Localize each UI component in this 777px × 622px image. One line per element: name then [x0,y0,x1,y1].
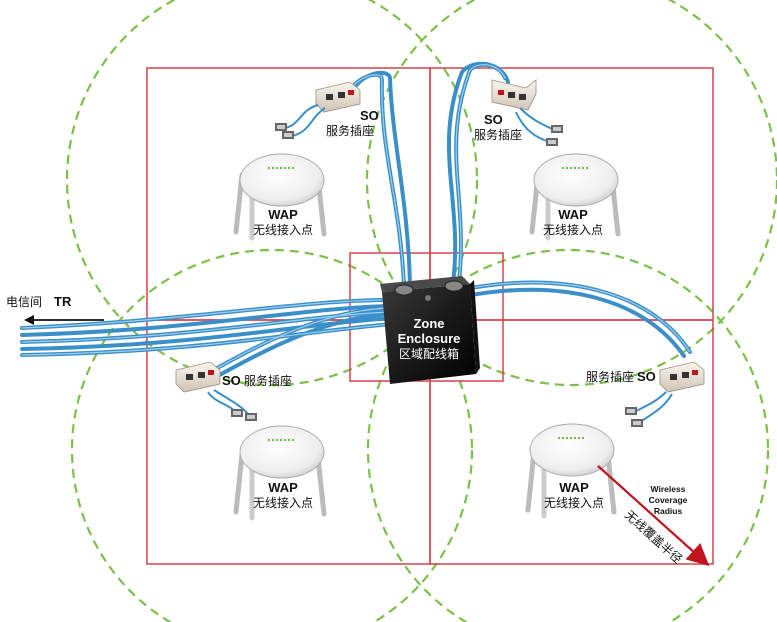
wireless-access-point-icon [233,153,327,241]
wireless-access-point-icon [529,153,621,241]
so-label-en: SO [484,112,503,127]
zone-enclosure-icon [380,276,480,384]
coverage-circle-bottom-right [366,248,770,622]
service-outlet-icon [315,81,361,113]
so-label-en: SO [637,369,656,384]
wap-label-en: WAP [268,480,298,495]
zone-top-right-devices: SO 服务插座 WAP 无线接入点 [474,79,621,241]
wap-label-en: WAP [268,207,298,222]
enclosure-zone [349,252,504,382]
wap-label-cn: 无线接入点 [253,222,313,237]
wireless-access-point-icon [525,423,617,519]
so-label-en: SO [222,373,241,388]
zone-enclosure: Zone Enclosure 区域配线箱 [380,276,480,384]
enclosure-title-line2: Enclosure [398,331,461,346]
tr-label: 电信间 TR [6,294,104,325]
coverage-circle-top-right [365,0,777,387]
so-label-cn: 服务插座 [326,123,374,138]
radius-arrow-icon [597,465,710,566]
service-outlet-icon [175,361,221,393]
radius-label-line2: Coverage [649,495,688,505]
patch-cord-icon [625,391,673,427]
coverage-circle-bottom-left [70,248,474,622]
cables [20,61,692,380]
radius-label-line3: Radius [654,506,683,516]
tr-label-cn: 电信间 [6,295,42,309]
so-label-cn: 服务插座 [586,369,634,384]
wap-label-cn: 无线接入点 [253,495,313,510]
wireless-access-point-icon [233,425,327,521]
zone-top-left-devices: SO 服务插座 WAP 无线接入点 [233,81,379,241]
coverage-circle-top-left [65,0,479,387]
patch-cord-icon [207,389,257,421]
patch-cord-icon [515,107,563,146]
enclosure-title-cn: 区域配线箱 [399,346,459,361]
coverage-radius: Wireless Coverage Radius 无线覆盖半径 [597,465,710,566]
wap-label-en: WAP [559,480,589,495]
so-label-cn: 服务插座 [244,373,292,388]
patch-cord-icon [275,104,326,139]
radius-label-line1: Wireless [651,484,686,494]
coverage-circles [65,0,777,622]
wap-label-cn: 无线接入点 [544,495,604,510]
arrow-left-icon [24,315,104,325]
enclosure-title-line1: Zone [413,316,444,331]
wap-label-cn: 无线接入点 [543,222,603,237]
service-outlet-icon [659,361,705,393]
service-outlet-icon [491,79,537,111]
so-label-en: SO [360,108,379,123]
tr-label-en: TR [54,294,72,309]
zone-bottom-right-devices: 服务插座 SO WAP 无线接入点 [525,361,705,519]
so-label-cn: 服务插座 [474,127,522,142]
wap-label-en: WAP [558,207,588,222]
zone-bottom-left-devices: SO 服务插座 WAP 无线接入点 [175,361,327,521]
zone-bottom-right [429,319,714,565]
